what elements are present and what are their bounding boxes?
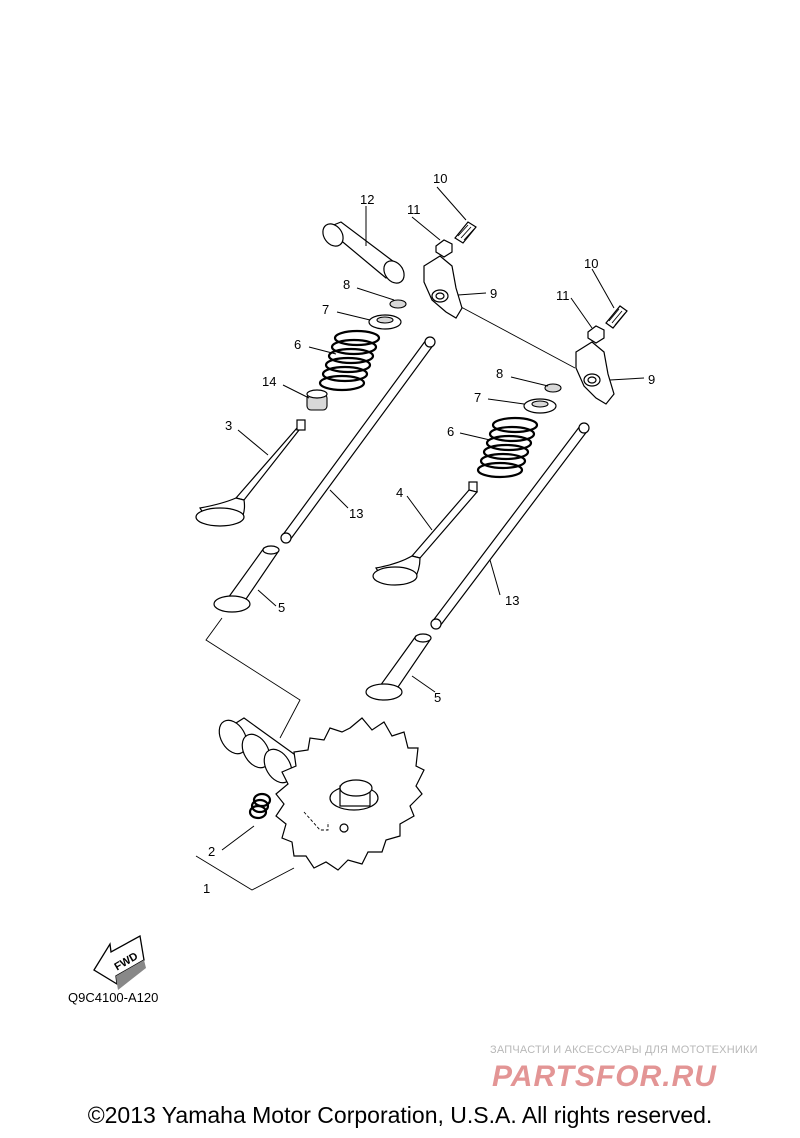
callout-7-upper: 7	[322, 302, 329, 317]
fwd-arrow-icon: FWD	[93, 934, 146, 990]
lifter-cam-link-line	[205, 617, 301, 739]
diagram-code: Q9C4100-A120	[68, 990, 159, 1005]
spring-retainer-7-lower	[523, 398, 557, 414]
callout-11-lower: 11	[556, 288, 570, 303]
callout-6-upper: 6	[294, 337, 301, 352]
callout-5-upper: 5	[278, 600, 285, 615]
valve-cotter-8-lower	[544, 383, 562, 393]
callout-10-upper: 10	[433, 171, 447, 186]
push-rod-13-upper	[280, 336, 436, 544]
spring-retainer-7-upper	[368, 314, 402, 330]
rocker-shaft-12	[322, 221, 405, 284]
callout-4: 4	[396, 485, 403, 500]
copyright-text: ©2013 Yamaha Motor Corporation, U.S.A. A…	[87, 1102, 713, 1128]
callout-8-upper: 8	[343, 277, 350, 292]
callout-12: 12	[360, 192, 374, 207]
callout-13-upper: 13	[349, 506, 363, 521]
valve-stem-seal-14	[306, 389, 328, 411]
watermark-tagline: ЗАПЧАСТИ И АКСЕССУАРЫ ДЛЯ МОТОТЕХНИКИ	[490, 1044, 758, 1056]
callout-13-lower: 13	[505, 593, 519, 608]
push-rod-13-lower	[430, 422, 590, 630]
decomp-spring-2	[248, 792, 272, 820]
rocker-link-line	[447, 299, 576, 369]
callout-11-upper: 11	[407, 202, 421, 217]
callout-9-lower: 9	[648, 372, 655, 387]
valve-lifter-5-upper	[213, 545, 280, 613]
callout-7-lower: 7	[474, 390, 481, 405]
callout-1: 1	[203, 881, 210, 896]
callout-10-lower: 10	[584, 256, 598, 271]
camshaft-bracket-line	[195, 855, 295, 891]
adjust-screw-10-upper	[454, 221, 477, 244]
callout-5-lower: 5	[434, 690, 441, 705]
rocker-arm-9-lower	[575, 341, 615, 405]
watermark-logo: PARTSFOR.RU	[492, 1060, 717, 1093]
callout-8-lower: 8	[496, 366, 503, 381]
exhaust-valve-4	[372, 481, 479, 586]
callout-9-upper: 9	[490, 286, 497, 301]
intake-valve-3	[195, 419, 306, 527]
valve-spring-6-upper	[318, 329, 381, 392]
callout-14: 14	[262, 374, 276, 389]
adjust-screw-10-lower	[605, 305, 628, 329]
callout-6-lower: 6	[447, 424, 454, 439]
valve-lifter-5-lower	[365, 633, 432, 701]
callout-2: 2	[208, 844, 215, 859]
camshaft-gear-1	[218, 717, 425, 871]
rocker-arm-9-upper	[423, 255, 463, 319]
valve-spring-6-lower	[476, 416, 539, 479]
valve-cotter-8-upper	[389, 299, 407, 309]
lock-nut-11-upper	[435, 239, 453, 258]
lock-nut-11-lower	[587, 325, 605, 344]
callout-3: 3	[225, 418, 232, 433]
